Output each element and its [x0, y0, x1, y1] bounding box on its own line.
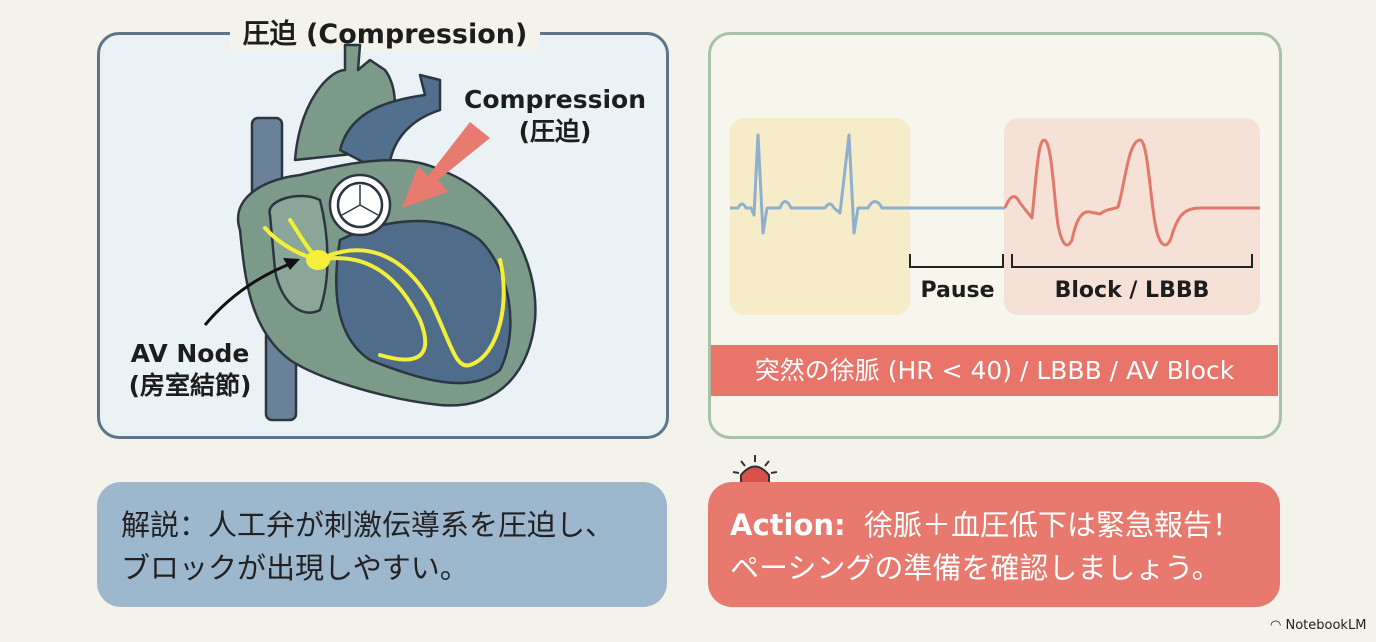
panel-title: 圧迫 (Compression)	[230, 12, 540, 51]
pause-label: Pause	[920, 278, 995, 303]
normal-ecg-trace	[730, 133, 1005, 235]
av-node-arrow	[203, 260, 296, 326]
explanation-line-1: 解説：人工弁が刺激伝導系を圧迫し、	[121, 508, 615, 542]
ventricle	[335, 219, 512, 385]
av-node-label: AV Node	[130, 339, 250, 368]
action-prefix: Action:	[730, 508, 846, 542]
pulmonary-artery	[338, 73, 442, 177]
explanation-line-2: ブロックが出現しやすい。	[121, 551, 469, 585]
block-label: Block / LBBB	[1054, 278, 1210, 303]
compression-arrow	[402, 122, 490, 208]
explanation-box: 解説：人工弁が刺激伝導系を圧迫し、 ブロックが出現しやすい。	[97, 482, 667, 607]
block-bracket	[1011, 254, 1253, 268]
action-line-1: Action: 徐脈＋血圧低下は緊急報告！	[730, 504, 1280, 547]
pause-bracket	[909, 254, 1004, 268]
av-node-label-jp: (房室結節)	[128, 371, 252, 400]
block-ecg-trace	[1003, 138, 1260, 247]
notebooklm-icon: ◠	[1270, 618, 1286, 633]
compression-label-jp: (圧迫)	[518, 117, 592, 146]
brand-label: NotebookLM	[1285, 618, 1367, 633]
action-text-1: 徐脈＋血圧低下は緊急報告！	[864, 508, 1242, 542]
block-rhythm-zone	[1004, 118, 1260, 315]
normal-rhythm-zone	[730, 118, 910, 315]
av-node-marker	[306, 250, 330, 270]
action-line-2: ペーシングの準備を確認しましょう。	[730, 551, 1221, 585]
compression-callout: Compression (圧迫)	[460, 84, 650, 148]
compression-label: Compression	[463, 85, 647, 114]
ecg-findings-banner: 突然の徐脈 (HR < 40) / LBBB / AV Block	[711, 345, 1278, 396]
av-node-callout: AV Node (房室結節)	[110, 338, 270, 402]
brand-watermark: ◠ NotebookLM	[1270, 618, 1366, 633]
action-box: Action: 徐脈＋血圧低下は緊急報告！ ペーシングの準備を確認しましょう。	[708, 482, 1280, 607]
